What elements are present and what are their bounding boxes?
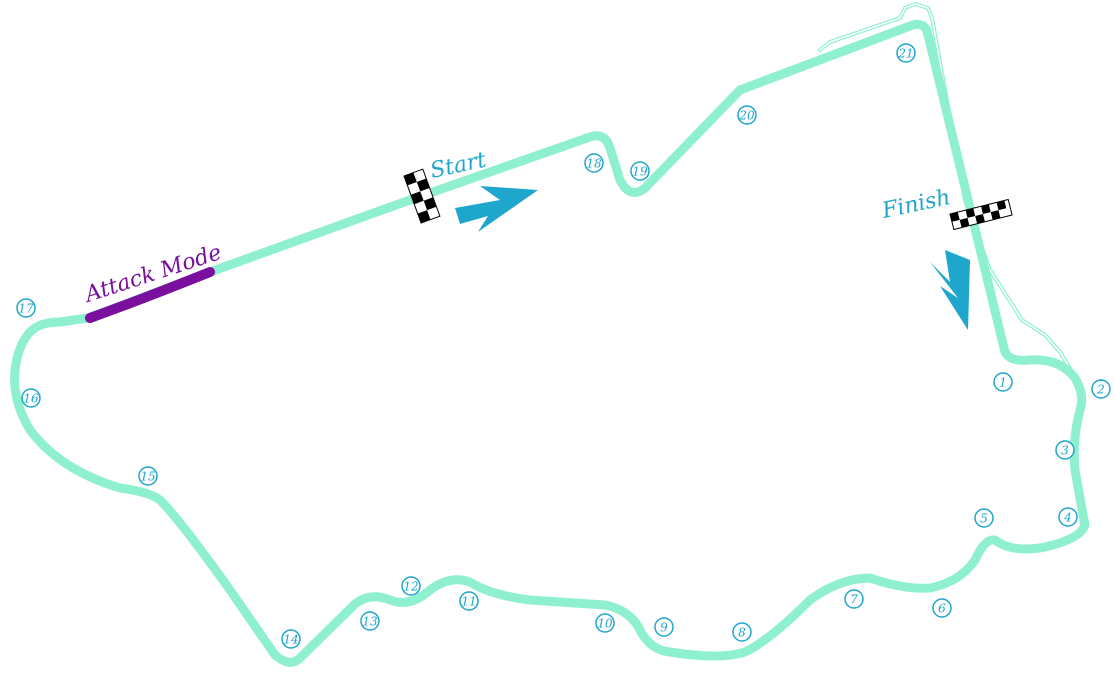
corner-marker-20: 20: [737, 105, 757, 125]
pit-lane: [818, 2, 1082, 387]
direction-arrow-start-icon: [455, 186, 538, 232]
corner-number: 21: [897, 47, 913, 61]
corner-number: 13: [362, 615, 378, 629]
corner-circle-icon: [993, 372, 1013, 392]
corner-number: 14: [283, 633, 298, 647]
pit-lane-inner: [819, 3, 1081, 386]
corner-marker-5: 5: [974, 508, 994, 528]
corner-number: 16: [23, 392, 39, 406]
corner-number: 5: [980, 512, 988, 526]
corner-marker-7: 7: [844, 589, 864, 609]
corner-marker-11: 11: [459, 591, 479, 611]
corner-circle-icon: [896, 43, 916, 63]
start-line-flag: [403, 168, 441, 224]
corner-number: 3: [1061, 444, 1069, 458]
corner-number: 12: [403, 580, 418, 594]
corner-circle-icon: [932, 598, 952, 618]
corner-circle-icon: [21, 388, 41, 408]
corner-number: 6: [938, 602, 946, 616]
corner-number: 8: [738, 626, 746, 640]
corner-number: 20: [738, 109, 755, 123]
corner-circle-icon: [1058, 507, 1078, 527]
corner-circle-icon: [654, 617, 674, 637]
corner-circle-icon: [360, 611, 380, 631]
direction-arrow-finish-icon: [930, 250, 970, 330]
finish-label: Finish: [879, 185, 953, 224]
corner-circle-icon: [844, 589, 864, 609]
corner-marker-10: 10: [595, 613, 615, 633]
corner-circle-icon: [595, 613, 615, 633]
corner-circle-icon: [732, 622, 752, 642]
corner-marker-15: 15: [138, 466, 158, 486]
corner-circle-icon: [1055, 440, 1075, 460]
corner-number: 9: [660, 621, 668, 635]
corner-circle-icon: [138, 466, 158, 486]
corner-circle-icon: [459, 591, 479, 611]
corner-number: 11: [461, 595, 476, 609]
corner-circle-icon: [630, 161, 650, 181]
finish-line-flag: [949, 198, 1013, 231]
attack-mode-zone: [85, 267, 215, 323]
corner-marker-14: 14: [281, 629, 301, 649]
corner-marker-16: 16: [21, 388, 41, 408]
corner-marker-17: 17: [16, 298, 36, 318]
corner-marker-19: 19: [630, 161, 650, 181]
corner-number: 1: [999, 376, 1007, 390]
corner-marker-2: 2: [1091, 379, 1111, 399]
corner-marker-18: 18: [584, 153, 604, 173]
corner-marker-12: 12: [401, 576, 421, 596]
corner-circle-icon: [584, 153, 604, 173]
corner-marker-1: 1: [993, 372, 1013, 392]
corner-number: 10: [597, 617, 613, 631]
corner-number: 2: [1096, 383, 1105, 397]
corner-number: 19: [632, 165, 648, 179]
corner-number: 7: [850, 593, 858, 607]
corner-marker-13: 13: [360, 611, 380, 631]
corner-number: 15: [140, 470, 155, 484]
corner-circle-icon: [401, 576, 421, 596]
corner-marker-9: 9: [654, 617, 674, 637]
race-track: [10, 19, 1090, 667]
corner-circle-icon: [974, 508, 994, 528]
corner-circle-icon: [737, 105, 757, 125]
corner-marker-6: 6: [932, 598, 952, 618]
corner-circle-icon: [16, 298, 36, 318]
corner-circle-icon: [1091, 379, 1111, 399]
corner-number: 18: [586, 157, 602, 171]
corner-marker-3: 3: [1055, 440, 1075, 460]
corner-marker-4: 4: [1058, 507, 1078, 527]
corner-marker-21: 21: [896, 43, 916, 63]
corner-number: 4: [1063, 511, 1072, 525]
corner-number: 17: [18, 302, 34, 316]
corner-marker-8: 8: [732, 622, 752, 642]
corner-circle-icon: [281, 629, 301, 649]
